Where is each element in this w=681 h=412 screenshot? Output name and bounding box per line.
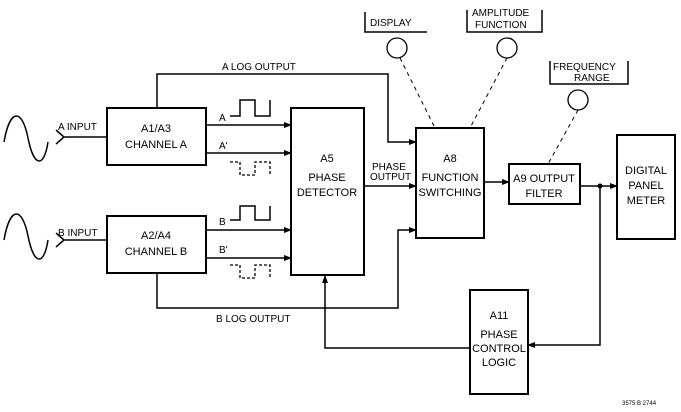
signal-a-label: A — [219, 113, 226, 124]
a11-name-line2: CONTROL — [472, 343, 526, 355]
a9-name-line1: A9 OUTPUT — [513, 173, 575, 185]
amplitude-label-frame — [466, 10, 543, 33]
signal-b-prime-label: B' — [219, 245, 228, 256]
a8-id: A8 — [443, 153, 456, 165]
amplitude-label-line1: AMPLITUDE — [472, 8, 530, 19]
frequency-label-frame — [549, 61, 629, 85]
b-input-connector — [55, 232, 107, 248]
frequency-control-link — [547, 109, 579, 165]
a-input-label: A INPUT — [58, 122, 97, 133]
a11-to-a5-wire — [322, 275, 470, 349]
figure-number: 3575 B 2744 — [622, 401, 657, 407]
frequency-label-line1: FREQUENCY — [553, 62, 616, 73]
a5-phase-detector-block — [290, 107, 365, 276]
a2-a4-channel-b-block — [106, 215, 207, 274]
a11-name-line3: LOGIC — [482, 357, 516, 369]
display-label-frame — [364, 12, 427, 33]
digital-panel-meter-block — [616, 134, 676, 240]
a11-id: A11 — [490, 310, 509, 322]
a8-name-line2: SWITCHING — [419, 187, 482, 199]
a11-phase-control-logic-block — [469, 289, 529, 395]
a8-name-line1: FUNCTION — [422, 172, 479, 184]
a2-a4-id: A2/A4 — [141, 230, 171, 242]
a5-name-line1: PHASE — [308, 172, 345, 184]
amplitude-function-knob[interactable] — [496, 37, 518, 59]
amplitude-label-line2: FUNCTION — [475, 20, 527, 31]
b-pulse-waveform — [230, 205, 271, 221]
b-prime-pulse-waveform — [230, 264, 271, 279]
meter-name-line1: DIGITAL — [625, 165, 667, 177]
amplitude-control-link — [469, 57, 508, 129]
b-input-label: B INPUT — [58, 228, 97, 239]
a9-name-line2: FILTER — [525, 188, 562, 200]
a1-a3-id: A1/A3 — [141, 123, 171, 135]
a-prime-pulse-waveform — [230, 161, 271, 176]
a-log-output-label: A LOG OUTPUT — [222, 62, 296, 73]
display-control-link — [399, 57, 436, 129]
meter-name-line2: PANEL — [628, 180, 663, 192]
phase-output-label-line2: OUTPUT — [370, 172, 411, 183]
signal-b-label: B — [219, 217, 226, 228]
display-knob[interactable] — [386, 37, 408, 59]
meter-name-line3: METER — [627, 195, 666, 207]
frequency-range-knob[interactable] — [567, 89, 589, 111]
b-log-output-label: B LOG OUTPUT — [216, 314, 290, 325]
a9-output-filter-block — [508, 163, 581, 205]
phase-output-label-line1: PHASE — [372, 162, 406, 173]
a5-name-line2: DETECTOR — [297, 187, 357, 199]
display-label: DISPLAY — [370, 18, 412, 29]
a5-id: A5 — [320, 153, 333, 165]
output-to-a11-wire — [527, 186, 601, 348]
a8-function-switching-block — [415, 127, 485, 239]
a-input-sine-wave — [3, 115, 49, 162]
channel-b-name: CHANNEL B — [125, 246, 188, 258]
b-log-output-wire — [156, 227, 417, 309]
b-input-sine-wave — [3, 213, 49, 260]
a1-a3-channel-a-block — [106, 107, 207, 166]
channel-a-name: CHANNEL A — [125, 139, 188, 151]
frequency-label-line2: RANGE — [574, 73, 610, 84]
signal-a-prime-label: A' — [219, 141, 228, 152]
a-input-connector — [55, 129, 107, 145]
a11-name-line1: PHASE — [480, 329, 517, 341]
a-pulse-waveform — [230, 99, 271, 117]
a-log-output-wire — [156, 73, 417, 145]
